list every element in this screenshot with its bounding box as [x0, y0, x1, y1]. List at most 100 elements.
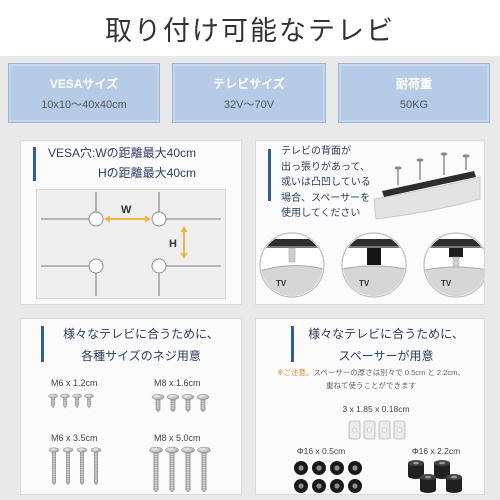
screw-icon: [84, 393, 94, 409]
screw-set-illustration: [48, 393, 211, 493]
mount-bracket-icon: [373, 152, 481, 220]
spacer-icon: [367, 248, 381, 265]
spec-value: 10x10～40x40cm: [41, 99, 127, 111]
spacer-icon: [408, 460, 424, 479]
screw-icon: [151, 394, 165, 413]
spacer-icon: [294, 479, 308, 493]
screw-icon: [181, 446, 195, 493]
screw-group-m6-35: [48, 447, 102, 486]
screw-icon: [48, 393, 58, 409]
washer-icon: [378, 420, 391, 440]
spacer-icon: [312, 479, 326, 493]
spacer-group-05: [294, 461, 362, 493]
washer-icon: [363, 420, 376, 440]
spacer-icon: [330, 479, 344, 493]
spacers-panel: 様々なテレビに合うために、 スペーサーが用意 ※ご注意。スペーサーの厚さは別々で…: [255, 318, 485, 495]
spacer-icon: [446, 474, 462, 493]
vesa-hole-icon: [151, 211, 167, 227]
screw-icon: [72, 393, 82, 409]
text-line: 使用してください: [281, 208, 361, 219]
screws-heading: 様々なテレビに合うために、 各種サイズのネジ用意: [51, 323, 231, 367]
vesa-hole-icon: [151, 258, 167, 274]
spec-label: テレビサイズ: [213, 77, 285, 91]
accent-bar: [33, 147, 36, 181]
vesa-hole-icon: [88, 258, 104, 274]
washer-icon: [393, 420, 406, 440]
spacer-note: ※ご注意。スペーサーの厚さは別々で 0.5cm と 2.2cm、 重ねて使うこと…: [264, 366, 478, 392]
spacer-icon: [348, 461, 362, 475]
spec-load-capacity: 耐荷重 50KG: [338, 63, 490, 123]
spacer-icon: [294, 461, 308, 475]
screw-icon: [394, 166, 402, 185]
mount-bar: [425, 239, 484, 246]
screw-icon: [166, 394, 180, 413]
curved-tv-back: [373, 176, 481, 220]
screw-label-m6-35: M6 x 3.5cm: [51, 433, 98, 443]
tv-body: [261, 264, 323, 296]
height-arrow-icon: [180, 226, 188, 259]
spacer-label-22: Φ16 x 2.2cm: [411, 446, 461, 456]
screw-icon: [48, 447, 60, 486]
spec-tv-size: テレビサイズ 32V～70V: [172, 63, 326, 123]
vesa-height-text: Hの距離最大40cm: [97, 166, 196, 180]
spacer-icon: [348, 479, 362, 493]
heading-line: 様々なテレビに合うために、: [63, 327, 219, 341]
tv-body: [343, 265, 405, 296]
heading-line: 様々なテレビに合うために、: [308, 327, 464, 341]
screw-icon: [416, 158, 424, 180]
spec-value: 32V～70V: [223, 99, 275, 111]
spec-label: 耐荷重: [395, 77, 432, 91]
text-line: 或いは凸凹している: [281, 177, 371, 188]
accent-bar: [41, 326, 44, 362]
spacer-icon: [434, 460, 450, 479]
tv-label: TV: [276, 279, 287, 288]
spacer-set-illustration: [294, 420, 462, 493]
accent-bar: [291, 326, 294, 362]
text-line: 場合、スペーサーを: [281, 192, 371, 204]
mount-bar: [382, 171, 476, 197]
spacer-icon: [330, 461, 344, 475]
screw-group-m6-12: [48, 393, 94, 409]
mount-bar: [343, 239, 405, 246]
text-line: テレビの背面が: [281, 146, 351, 157]
heading-line: スペーサーが用意: [338, 349, 434, 363]
screw-icon: [288, 247, 296, 263]
note-prefix: ※ご注意。: [277, 368, 314, 377]
screw-label-m8-16: M8 x 1.6cm: [154, 378, 201, 388]
vesa-hole-icon: [88, 211, 104, 227]
spacer-icon: [312, 461, 326, 475]
screw-icon: [90, 447, 102, 486]
screw-label-m8-50: M8 x 5.0cm: [154, 433, 201, 443]
screw-icon: [440, 152, 448, 175]
tv-label: TV: [359, 279, 370, 288]
detail-circle-screw-only: [259, 232, 325, 298]
spacer-usage-text: テレビの背面が 出っ張りがあって、 或いは凸凹している 場合、スペーサーを 使用…: [281, 144, 371, 222]
height-label: H: [169, 238, 177, 250]
detail-circle-black-spacer: [341, 232, 407, 298]
mount-bar: [261, 239, 323, 246]
detail-circle-spacer-with-screw: [423, 232, 484, 298]
spec-label: VESAサイズ: [49, 77, 119, 91]
vesa-hole-diagram: [36, 189, 226, 299]
tv-back-panel: [36, 189, 226, 299]
width-arrow-icon: [104, 215, 151, 223]
spacer-icon: [420, 474, 436, 493]
spec-vesa-size: VESAサイズ 10x10～40x40cm: [8, 63, 160, 123]
spacers-heading: 様々なテレビに合うために、 スペーサーが用意: [301, 323, 471, 367]
screw-icon: [462, 154, 470, 170]
screw-icon: [196, 394, 210, 413]
tv-label: TV: [441, 279, 452, 288]
vesa-width-text: VESA穴:Wの距離最大40cm: [47, 146, 196, 160]
note-line: 重ねて使うことができます: [326, 381, 416, 390]
screw-label-m6-12: M6 x 1.2cm: [51, 378, 98, 388]
screw-icon: [62, 447, 74, 486]
screw-group-m8-50: [149, 446, 211, 493]
screw-icon: [165, 446, 179, 493]
tv-body: [425, 266, 484, 296]
heading-line: 各種サイズのネジ用意: [81, 349, 201, 363]
spec-value: 50KG: [399, 99, 429, 111]
screw-icon: [149, 446, 163, 493]
spacer-usage-panel: テレビの背面が 出っ張りがあって、 或いは凸凹している 場合、スペーサーを 使用…: [255, 140, 485, 305]
guide-lines: [41, 192, 221, 296]
